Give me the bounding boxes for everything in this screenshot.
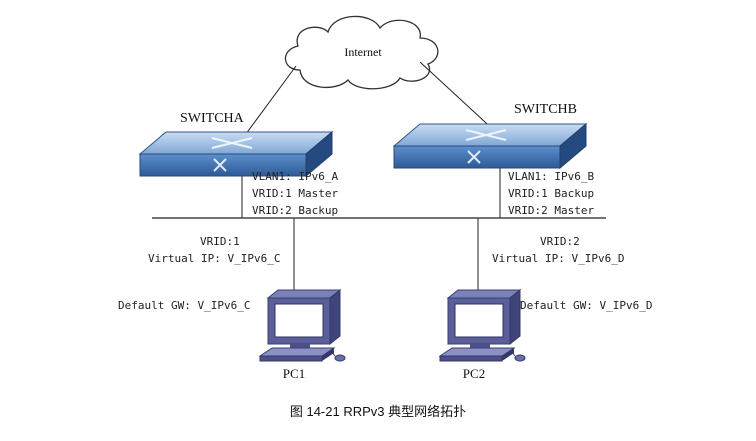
- figure-caption: 图 14-21 RRPv3 典型网络拓扑: [290, 404, 466, 419]
- switch-a-info-1: VLAN1: IPv6_A: [252, 170, 338, 183]
- uplink-b: [419, 61, 499, 135]
- pc1-name: PC1: [283, 366, 305, 381]
- internet-cloud-icon: [284, 15, 439, 90]
- vrid2-virtual-ip: Virtual IP: V_IPv6_D: [492, 252, 624, 265]
- pc2-default-gw: Default GW: V_IPv6_D: [520, 299, 652, 312]
- switch-b-info-1: VLAN1: IPv6_B: [508, 170, 594, 183]
- pc1-computer-icon: [259, 289, 346, 362]
- internet-label: Internet: [344, 45, 382, 59]
- pc1-default-gw: Default GW: V_IPv6_C: [118, 299, 250, 312]
- switch-b-name: SWITCHB: [514, 102, 577, 117]
- vrid2-label: VRID:2: [540, 235, 580, 248]
- switch-a-name: SWITCHA: [180, 111, 245, 126]
- uplink-a: [239, 65, 297, 143]
- switch-b-info-2: VRID:1 Backup: [508, 187, 594, 200]
- vrid1-label: VRID:1: [200, 235, 240, 248]
- pc2-computer-icon: [439, 289, 526, 362]
- switch-b-info-3: VRID:2 Master: [508, 204, 594, 217]
- switch-a-info-3: VRID:2 Backup: [252, 204, 338, 217]
- vrid1-virtual-ip: Virtual IP: V_IPv6_C: [148, 252, 280, 265]
- switch-b-icon: [393, 123, 587, 169]
- switch-a-info-2: VRID:1 Master: [252, 187, 338, 200]
- pc2-name: PC2: [463, 366, 485, 381]
